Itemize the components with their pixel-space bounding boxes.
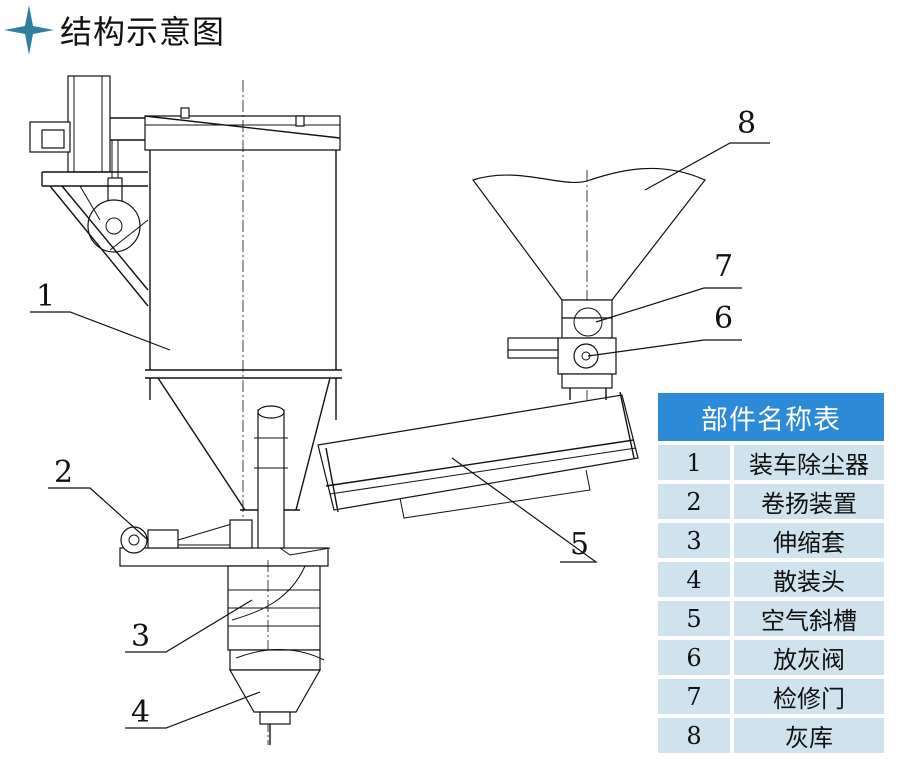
- part-name: 放灰阀: [734, 640, 884, 675]
- part-number: 1: [658, 445, 734, 480]
- parts-table-header: 部件名称表: [658, 393, 884, 441]
- part-number: 8: [658, 718, 734, 753]
- four-point-star-icon: [4, 5, 54, 55]
- callout-7: 7: [714, 249, 733, 284]
- callout-2: 2: [54, 455, 73, 490]
- part-name: 空气斜槽: [734, 601, 884, 636]
- part-name: 散装头: [734, 562, 884, 597]
- part-name: 伸缩套: [734, 523, 884, 558]
- dust-collector: [144, 80, 342, 551]
- part-name: 检修门: [734, 679, 884, 714]
- table-row: 6 放灰阀: [658, 640, 884, 675]
- table-row: 4 散装头: [658, 562, 884, 597]
- callout-1: 1: [36, 279, 55, 314]
- parts-table: 部件名称表 1 装车除尘器 2 卷扬装置 3 伸缩套 4 散装头 5 空气斜槽 …: [658, 389, 884, 757]
- table-row: 5 空气斜槽: [658, 601, 884, 636]
- air-slide: [317, 391, 639, 519]
- fan-assembly: [29, 75, 149, 307]
- table-row: 3 伸缩套: [658, 523, 884, 558]
- table-row: 7 检修门: [658, 679, 884, 714]
- telescopic-sleeve: [227, 560, 321, 745]
- table-row: 1 装车除尘器: [658, 445, 884, 480]
- winch-platform: [119, 519, 331, 567]
- table-row: 8 灰库: [658, 718, 884, 753]
- callout-8: 8: [737, 106, 756, 141]
- part-number: 4: [658, 562, 734, 597]
- table-row: 2 卷扬装置: [658, 484, 884, 519]
- part-name: 装车除尘器: [734, 445, 884, 480]
- callout-3: 3: [131, 619, 150, 654]
- loading-head: [228, 649, 325, 745]
- page-title: 结构示意图: [60, 13, 226, 51]
- parts-table-header-row: 部件名称表: [658, 393, 884, 441]
- part-number: 6: [658, 640, 734, 675]
- part-number: 7: [658, 679, 734, 714]
- valves: [507, 299, 617, 400]
- part-number: 3: [658, 523, 734, 558]
- callout-5: 5: [570, 527, 589, 562]
- part-number: 2: [658, 484, 734, 519]
- part-name: 灰库: [734, 718, 884, 753]
- part-name: 卷扬装置: [734, 484, 884, 519]
- part-number: 5: [658, 601, 734, 636]
- callout-4: 4: [131, 695, 150, 730]
- callout-6: 6: [714, 301, 733, 336]
- title-bar: 结构示意图: [0, 0, 225, 60]
